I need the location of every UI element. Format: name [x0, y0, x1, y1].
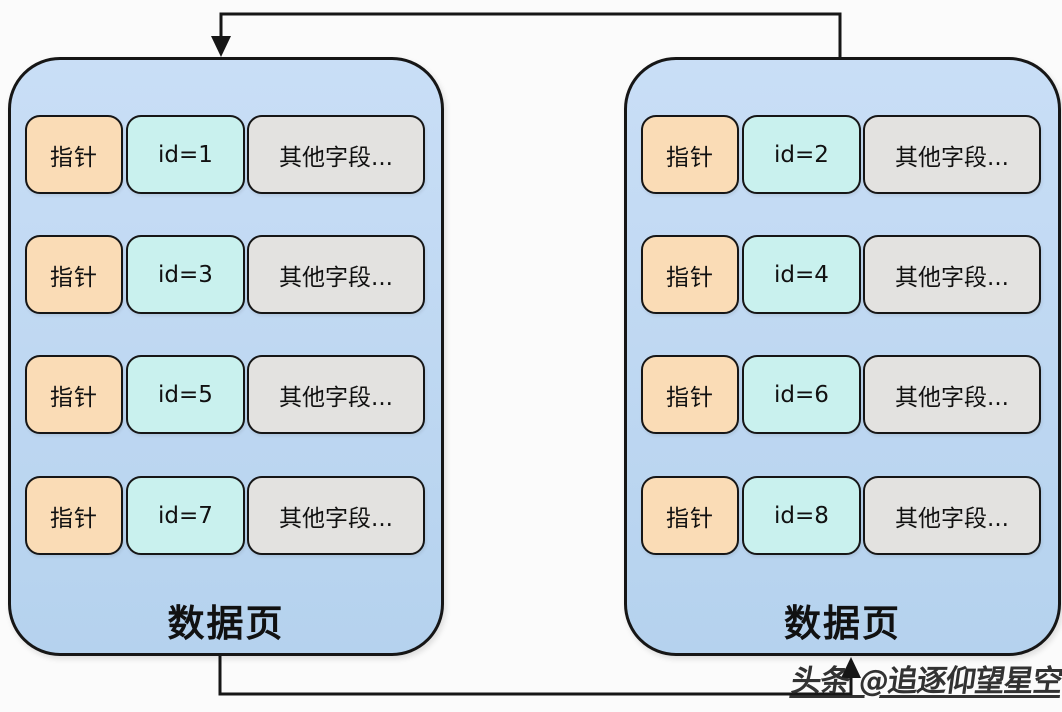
data-page-right: 指针 id=2 其他字段... 指针 id=4 其他字段... 指针 id=6 …	[624, 57, 1061, 656]
record-row: 指针 id=5 其他字段...	[11, 355, 441, 434]
pointer-cell: 指针	[641, 355, 739, 434]
record-row: 指针 id=4 其他字段...	[627, 235, 1058, 314]
record-row: 指针 id=6 其他字段...	[627, 355, 1058, 434]
data-page-left: 指针 id=1 其他字段... 指针 id=3 其他字段... 指针 id=5 …	[8, 57, 444, 656]
id-cell: id=8	[742, 476, 861, 555]
arrowhead-down-icon	[211, 36, 231, 57]
record-row: 指针 id=1 其他字段...	[11, 115, 441, 194]
pointer-cell: 指针	[641, 115, 739, 194]
pointer-cell: 指针	[25, 355, 123, 434]
id-cell: id=2	[742, 115, 861, 194]
page-label: 数据页	[784, 602, 901, 645]
id-cell: id=1	[126, 115, 245, 194]
other-fields-cell: 其他字段...	[863, 115, 1041, 194]
record-row: 指针 id=7 其他字段...	[11, 476, 441, 555]
other-fields-cell: 其他字段...	[247, 476, 425, 555]
page-link-bottom	[218, 656, 861, 696]
pointer-cell: 指针	[25, 115, 123, 194]
pointer-cell: 指针	[25, 235, 123, 314]
pointer-cell: 指针	[641, 235, 739, 314]
watermark: 头条 @追逐仰望星空	[789, 664, 1062, 699]
other-fields-cell: 其他字段...	[247, 355, 425, 434]
record-row: 指针 id=8 其他字段...	[627, 476, 1058, 555]
id-cell: id=3	[126, 235, 245, 314]
other-fields-cell: 其他字段...	[247, 235, 425, 314]
page-link-top	[211, 12, 842, 57]
pointer-cell: 指针	[641, 476, 739, 555]
record-row: 指针 id=3 其他字段...	[11, 235, 441, 314]
other-fields-cell: 其他字段...	[863, 235, 1041, 314]
other-fields-cell: 其他字段...	[863, 476, 1041, 555]
id-cell: id=4	[742, 235, 861, 314]
pointer-cell: 指针	[25, 476, 123, 555]
id-cell: id=6	[742, 355, 861, 434]
id-cell: id=5	[126, 355, 245, 434]
page-label: 数据页	[167, 602, 285, 645]
record-row: 指针 id=2 其他字段...	[627, 115, 1058, 194]
id-cell: id=7	[126, 476, 245, 555]
other-fields-cell: 其他字段...	[863, 355, 1041, 434]
other-fields-cell: 其他字段...	[247, 115, 425, 194]
